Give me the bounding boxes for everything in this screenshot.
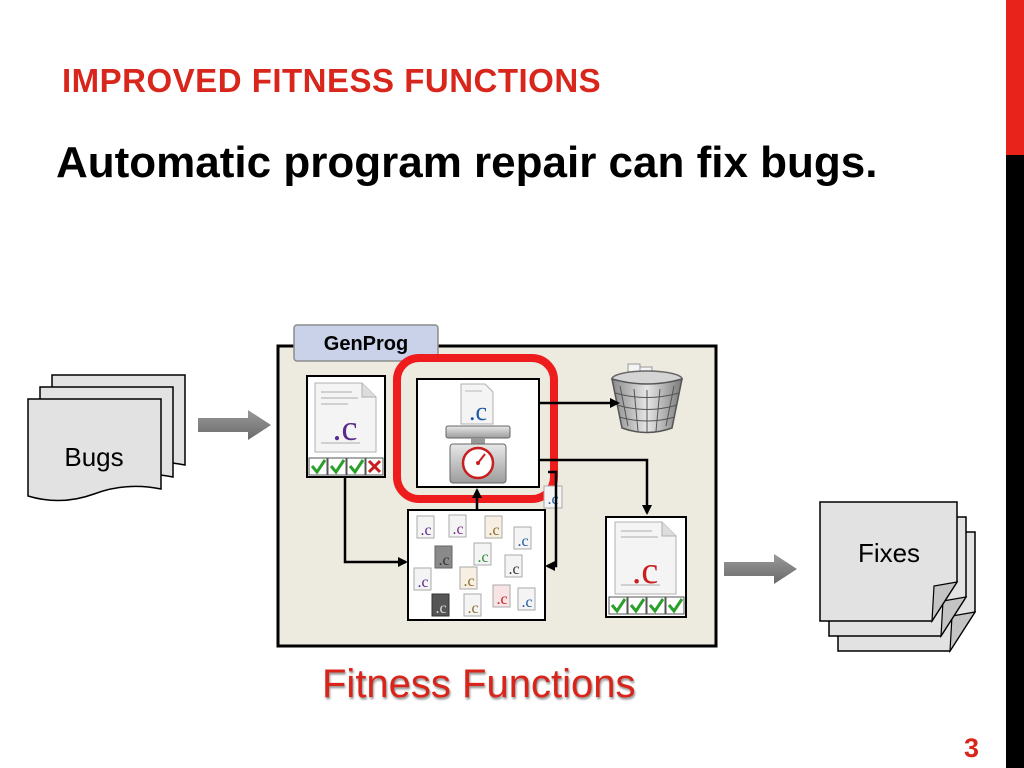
genprog-label: GenProg bbox=[324, 333, 408, 355]
scale-icon bbox=[445, 425, 511, 484]
test-results bbox=[308, 457, 384, 476]
svg-text:.c: .c bbox=[521, 594, 532, 611]
svg-text:.c: .c bbox=[452, 521, 463, 538]
svg-text:.c: .c bbox=[496, 591, 507, 608]
svg-text:.c: .c bbox=[547, 491, 558, 508]
source-file-icon: .c bbox=[632, 550, 658, 592]
svg-text:.c: .c bbox=[488, 522, 499, 539]
fitness-highlight bbox=[393, 354, 558, 503]
cross-icon bbox=[367, 459, 382, 474]
trash-can-icon: .c .c bbox=[611, 363, 683, 434]
svg-text:.c: .c bbox=[435, 600, 446, 617]
svg-text:.c: .c bbox=[517, 533, 528, 550]
sidebar-accent-black bbox=[1006, 155, 1024, 768]
variant-files: .c .c .c .c .c .c .c .c .c .c .c .c .c bbox=[413, 514, 536, 617]
input-program-box: .c bbox=[306, 375, 386, 478]
svg-text:.c: .c bbox=[417, 574, 428, 591]
fitness-evaluation-box: .c bbox=[416, 378, 540, 488]
bugs-document-stack: Bugs bbox=[27, 374, 186, 502]
test-results bbox=[608, 596, 685, 615]
page-number: 3 bbox=[964, 733, 980, 763]
source-file-icon bbox=[543, 485, 563, 509]
checkmark-icon bbox=[629, 598, 646, 614]
fixed-program-box: .c bbox=[605, 516, 687, 618]
slide-title: IMPROVED FITNESS FUNCTIONS bbox=[62, 62, 602, 99]
source-file-icon: .c bbox=[469, 397, 487, 426]
checkmark-icon bbox=[310, 459, 327, 475]
svg-text:.c: .c bbox=[463, 573, 474, 590]
svg-text:.c: .c bbox=[477, 549, 488, 566]
checkmark-icon bbox=[610, 598, 627, 614]
svg-text:.c: .c bbox=[438, 552, 449, 569]
genprog-tab bbox=[293, 324, 439, 362]
svg-text:.c: .c bbox=[467, 600, 478, 617]
svg-text:.c: .c bbox=[420, 522, 431, 539]
source-file-icon: .c bbox=[333, 408, 358, 448]
slide-subtitle: Automatic program repair can fix bugs. bbox=[56, 138, 878, 187]
checkmark-icon bbox=[648, 598, 665, 614]
checkmark-icon bbox=[348, 459, 365, 475]
sidebar-accent-red bbox=[1006, 0, 1024, 155]
diagram-caption: Fitness Functions bbox=[322, 662, 636, 706]
fixes-label: Fixes bbox=[858, 538, 920, 568]
population-box: .c .c .c .c .c .c .c .c .c .c .c .c .c bbox=[407, 509, 546, 621]
bugs-label: Bugs bbox=[64, 442, 123, 472]
arrow-icon bbox=[198, 410, 271, 440]
arrow-icon bbox=[724, 554, 797, 584]
checkmark-icon bbox=[329, 459, 346, 475]
svg-text:.c: .c bbox=[508, 561, 519, 578]
fixes-document-stack: Fixes bbox=[819, 501, 977, 654]
flow-arrows bbox=[343, 398, 652, 571]
checkmark-icon bbox=[667, 598, 684, 614]
